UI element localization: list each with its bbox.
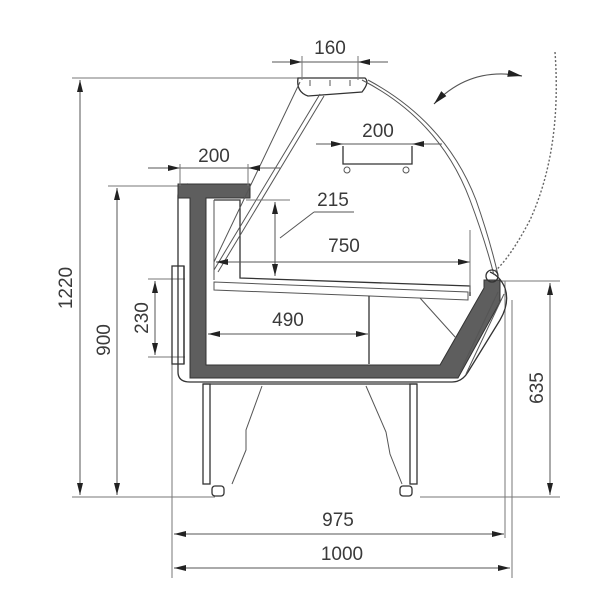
dim-front-height: 635 (527, 372, 548, 404)
dim-upper-shelf-depth: 200 (362, 121, 394, 142)
opened-glass-outline (493, 51, 557, 273)
dimension-labels: 160 200 200 215 750 490 975 1000 1220 90… (56, 38, 548, 565)
dim-work-top-depth: 200 (198, 146, 230, 167)
dim-base-width: 975 (322, 510, 354, 531)
dim-top-fixture-width: 160 (314, 38, 346, 59)
counter-body (171, 183, 508, 383)
dim-overall-height: 1220 (56, 267, 77, 309)
dim-overall-width: 1000 (321, 544, 363, 565)
dim-display-height: 215 (317, 190, 349, 211)
dim-display-depth: 750 (328, 236, 360, 257)
dim-front-panel-height: 230 (132, 302, 153, 334)
rotation-arrow-icon (433, 69, 523, 105)
dim-storage-depth: 490 (272, 310, 304, 331)
insulation-wall (177, 183, 501, 379)
dimension-lines (77, 56, 553, 571)
dim-counter-height: 900 (94, 324, 115, 356)
glass-canopy (213, 51, 557, 283)
legs (202, 383, 418, 497)
